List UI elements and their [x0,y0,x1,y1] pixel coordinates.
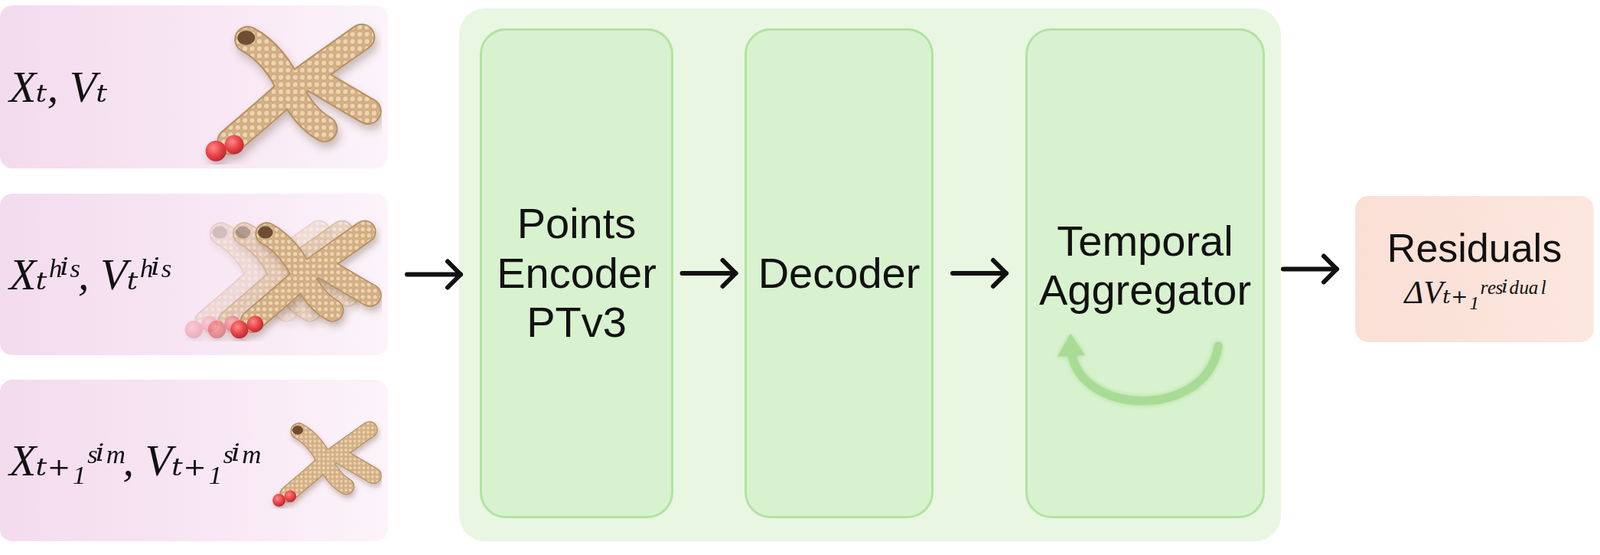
arrow-head [993,260,1007,287]
flow-arrow [1283,256,1337,283]
module-box: Temporal Aggregator [1025,28,1265,519]
recurrence-arc [1071,345,1219,401]
flow-arrow [682,260,737,287]
input-box: Xₜʰⁱˢ, Vₜʰⁱˢ [0,193,388,356]
module-box: Points Encoder PTv3 [479,28,674,519]
flow-arrow [407,261,461,288]
arrow-line [407,272,461,277]
connector-layer [407,256,1337,288]
recurrence-arrow [1057,333,1219,401]
box-label: Decoder [758,248,921,298]
model-panel [459,8,1281,541]
box-label: ΔVₜ₊₁ʳᵉˢⁱᵈᵘᵃˡ [1404,271,1545,314]
box-label: Residuals [1387,224,1562,272]
arrow-head [723,260,737,287]
input-box: Xₜ, Vₜ [0,5,388,169]
box-label: Temporal Aggregator [1036,216,1254,316]
module-box: Decoder [744,28,934,519]
arrow-line [1283,267,1337,272]
arrow-head [447,261,461,288]
math-label: Xₜ, Vₜ [9,60,108,115]
arrow-head [1323,256,1337,283]
point-cloud-figure [205,30,369,162]
input-box: Xₜ₊₁ˢⁱᵐ, Vₜ₊₁ˢⁱᵐ [0,379,388,541]
box-label: Points Encoder PTv3 [491,198,662,347]
arrow-line [952,270,1007,276]
recurrence-head [1057,333,1086,357]
arrow-line [682,270,737,276]
output-box: ResidualsΔVₜ₊₁ʳᵉˢⁱᵈᵘᵃˡ [1355,195,1594,343]
flow-arrow [952,260,1007,287]
point-cloud-sim-figure [272,425,374,507]
math-label: Xₜʰⁱˢ, Vₜʰⁱˢ [9,247,170,302]
point-cloud-history-figure [185,226,371,339]
math-label: Xₜ₊₁ˢⁱᵐ, Vₜ₊₁ˢⁱᵐ [9,433,259,488]
